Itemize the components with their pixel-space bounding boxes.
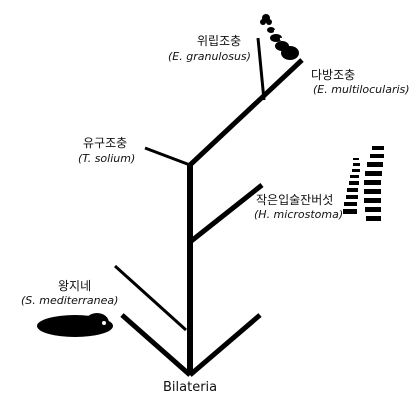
granulosus-branch: [256, 37, 266, 101]
taenia-echinococcus-branch: [188, 58, 304, 167]
planarian-branch: [113, 264, 188, 332]
taxon-korean-label: 다방조충: [311, 68, 356, 82]
segmented-tapeworm-icon: [260, 14, 299, 60]
root-right-branch: [188, 313, 262, 377]
strobila-segments-icon: [343, 146, 384, 221]
taxon-scientific-label: (S. mediterranea): [21, 294, 119, 307]
taxon-korean-label: 작은입술잔버섯: [256, 193, 334, 207]
taxon-korean-label: 유구조충: [83, 136, 128, 150]
taxon-scientific-label: (E. multilocularis): [313, 83, 410, 96]
taxon-scientific-label: (T. solium): [78, 152, 136, 165]
microstoma-branch: [188, 183, 264, 244]
taxon-korean-label: 위립조충: [197, 34, 242, 48]
solium-branch: [144, 146, 191, 167]
flatworm-blob-icon: [37, 313, 113, 337]
taxon-korean-label: 왕지네: [58, 279, 92, 293]
root-label: Bilateria: [163, 380, 218, 395]
root-left-branch: [120, 313, 192, 377]
taxon-scientific-label: (E. granulosus): [168, 50, 251, 63]
taxon-scientific-label: (H. microstoma): [254, 208, 344, 221]
